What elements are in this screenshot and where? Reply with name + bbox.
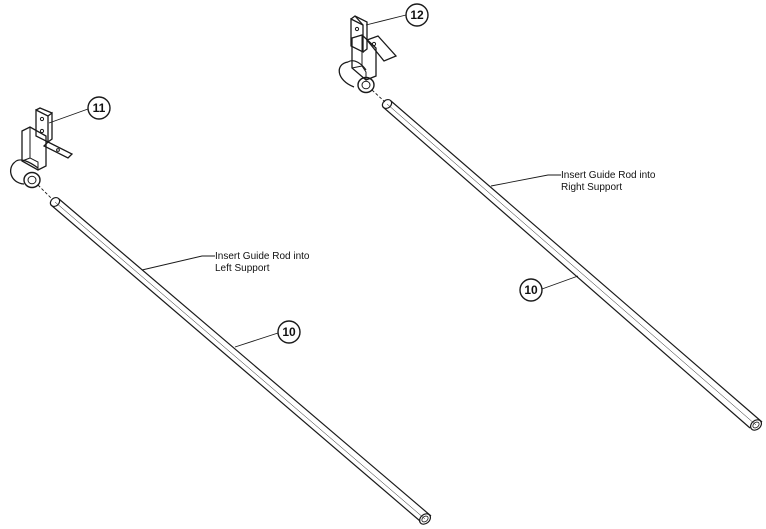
right-instruction-line1: Insert Guide Rod into [561, 170, 656, 181]
right-insertion-path [371, 89, 386, 103]
left-guide-rod [49, 196, 432, 525]
left-rod-part-number: 10 [282, 325, 296, 339]
left-instruction-line2: Left Support [215, 263, 270, 274]
left-instruction-line1: Insert Guide Rod into [215, 251, 310, 262]
left-insertion-path [37, 184, 53, 200]
left-bracket-part-number: 11 [93, 101, 106, 115]
left-rod-callout: 10 [234, 320, 301, 348]
right-assembly: 12 10 Insert Guide Rod into Right Suppor… [338, 3, 763, 431]
right-support-bracket [338, 15, 398, 94]
left-bracket-callout: 11 [48, 96, 111, 124]
right-rod-part-number: 10 [524, 283, 538, 297]
left-assembly: 11 10 Insert Guide Rod into Left Support [9, 96, 432, 525]
right-rod-callout: 10 [519, 275, 579, 302]
right-guide-rod [381, 98, 763, 431]
right-instruction: Insert Guide Rod into Right Support [490, 170, 656, 193]
right-bracket-callout: 12 [365, 3, 429, 27]
left-instruction: Insert Guide Rod into Left Support [141, 251, 310, 274]
left-support-bracket [9, 107, 74, 189]
right-instruction-line2: Right Support [561, 182, 622, 193]
right-bracket-part-number: 12 [410, 8, 424, 22]
